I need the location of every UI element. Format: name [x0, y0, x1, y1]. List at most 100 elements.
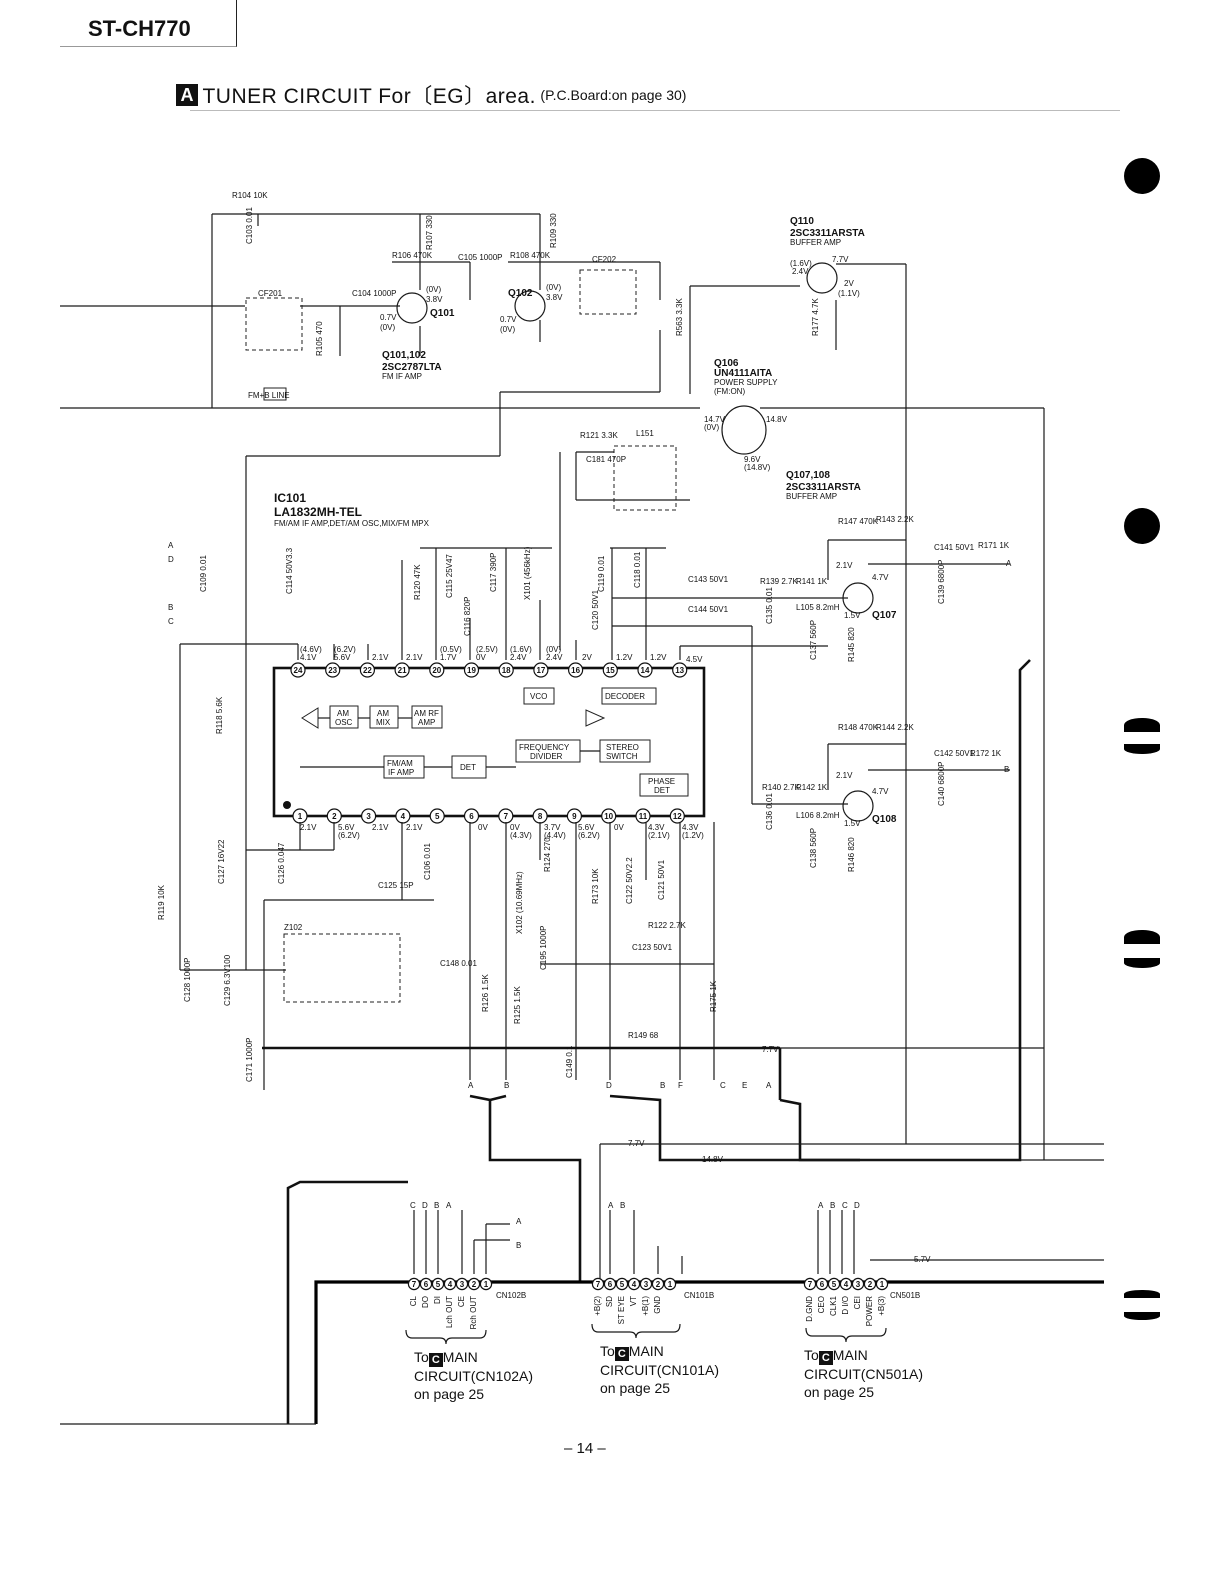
- voltage-bottom-3: 2.1V: [372, 823, 389, 832]
- cn101b-pin-7-circle: [591, 1277, 605, 1291]
- dest-main: MAIN: [442, 1349, 478, 1365]
- voltage-bottom-10: 5.6V: [578, 823, 595, 832]
- signal-letter-9: B: [660, 1081, 665, 1090]
- q110-part: 2SC3311ARSTA: [790, 228, 865, 239]
- ic-pin-10-circle: [601, 808, 617, 824]
- l151-coil: [559, 445, 690, 650]
- component-r104: R104 10K: [232, 191, 268, 200]
- cn102b-pin-2: 2: [472, 1280, 477, 1289]
- block-if-2: IF AMP: [388, 768, 414, 777]
- ic-pin-21-circle: [394, 662, 410, 678]
- binder-hole: [1124, 744, 1160, 754]
- main-badge: C: [818, 1351, 833, 1365]
- dest-to: To: [600, 1343, 615, 1359]
- component-r175: R175 1K: [709, 980, 718, 1012]
- section-heading: A TUNER CIRCUIT For〔EG〕area. (P.C.Board:…: [176, 80, 686, 110]
- component-r171: R171 1K: [978, 541, 1010, 550]
- ic-pin-15-circle: [602, 662, 618, 678]
- component-r141: R141 1K: [796, 577, 828, 586]
- fm-if-wiring: [60, 213, 907, 1144]
- connector-2-signal-1: CEO: [817, 1296, 826, 1313]
- ic-pin-23-circle: [325, 662, 341, 678]
- cn501b-pin-7-circle: [803, 1277, 817, 1291]
- cn501b-pin-4-circle: [839, 1277, 853, 1291]
- ic-pin-4: 4: [401, 812, 406, 821]
- voltage-top-9: 0V: [476, 653, 486, 662]
- voltage-top-17: 4.5V: [686, 655, 703, 664]
- q107-108-label: Q107,108: [786, 470, 830, 481]
- connector-0-top-3: A: [446, 1201, 452, 1210]
- block-phase-2: DET: [654, 786, 670, 795]
- connector-0-top-2: B: [434, 1201, 439, 1210]
- q110-desc: BUFFER AMP: [790, 238, 841, 247]
- main-badge: C: [428, 1353, 443, 1367]
- ic-pin-9-circle: [566, 808, 583, 824]
- cn102b-pin-5-circle: [431, 1277, 445, 1291]
- component-c121: C121 50V1: [657, 859, 666, 900]
- block-freq-2: DIVIDER: [530, 752, 563, 761]
- component-c195: C195 1000P: [539, 926, 548, 970]
- ic-block-labels: AM OSC AM MIX AM RF AMP FM/AM IF AMP DET…: [335, 692, 675, 795]
- connector-0-top-1: D: [422, 1201, 428, 1210]
- signal-letter-11: C: [720, 1081, 726, 1090]
- component-c137: C137 560P: [809, 620, 818, 660]
- page-number: – 14 –: [564, 1440, 606, 1457]
- model-frame: [60, 0, 237, 47]
- voltage-2-0: (1.6V): [790, 259, 812, 268]
- cn101b-pin-6-circle: [603, 1277, 617, 1291]
- component-r121: R121 3.3K: [580, 431, 618, 440]
- block-stereo-2: SWITCH: [606, 752, 638, 761]
- component-c148: C148 0.01: [440, 959, 477, 968]
- voltage-2-3: 2V: [844, 279, 854, 288]
- voltage-0-0: (0V): [426, 285, 441, 294]
- connector-1-signal-4: +B(1): [641, 1296, 650, 1316]
- voltage-bottom-8: 3.7V: [544, 823, 561, 832]
- cn102b-pin-4: 4: [448, 1280, 453, 1289]
- binder-hole: [1124, 508, 1160, 544]
- voltage-bottom-13: 4.3V: [648, 823, 665, 832]
- ic-pin-7: 7: [504, 812, 509, 821]
- voltage-bottom-11: (6.2V): [578, 831, 600, 840]
- voltage-4-1: 4.7V: [872, 573, 889, 582]
- component-r563: R563 3.3K: [675, 298, 684, 336]
- voltage-0-3: (0V): [380, 323, 395, 332]
- connector-0-side-1: B: [516, 1241, 521, 1250]
- dest-main: MAIN: [628, 1343, 664, 1359]
- block-am-osc-2: OSC: [335, 718, 353, 727]
- voltage-1-3: (0V): [500, 325, 515, 334]
- voltage-4-0: 2.1V: [836, 561, 853, 570]
- top-rule: [190, 110, 1120, 111]
- ic-pin-3-circle: [361, 808, 377, 824]
- ic-pin-19: 19: [467, 666, 476, 675]
- component-c141: C141 50V1: [934, 543, 975, 552]
- cn102b-pin-6-circle: [419, 1277, 433, 1291]
- component-c139: C139 6800P: [937, 560, 946, 604]
- q110-ref: Q110: [790, 216, 814, 227]
- cn501b-pin-1: 1: [880, 1280, 885, 1289]
- ic-pin-5: 5: [435, 812, 440, 821]
- ic-pin-22: 22: [363, 666, 372, 675]
- component-c122: C122 50V2.2: [625, 857, 634, 904]
- cn101b-pin-4: 4: [632, 1280, 637, 1289]
- cn102b-pin-2-circle: [467, 1277, 481, 1291]
- ic-pin-6-circle: [463, 808, 480, 824]
- component-r108: R108 470K: [510, 251, 551, 260]
- component-c149: C149 0.1: [565, 1045, 574, 1078]
- connector-2-signal-0: D.GND: [805, 1296, 814, 1322]
- voltage-2-4: (1.1V): [838, 289, 860, 298]
- voltage-1-2: 0.7V: [500, 315, 517, 324]
- component-r119: R119 10K: [157, 884, 166, 920]
- connector-2-top-1: B: [830, 1201, 835, 1210]
- block-am-mix-2: MIX: [376, 718, 391, 727]
- fm-b-line: [60, 387, 1045, 1160]
- section-badge: A: [176, 84, 198, 106]
- connector-1-signal-2: ST EYE: [617, 1296, 626, 1324]
- block-det: DET: [460, 763, 476, 772]
- cn501b-pin-7: 7: [808, 1280, 813, 1289]
- ic-pin-12-circle: [669, 808, 685, 824]
- voltage-top-6: (0.5V): [440, 645, 462, 654]
- block-if-1: FM/AM: [387, 759, 413, 768]
- ic-pin-23: 23: [328, 666, 337, 675]
